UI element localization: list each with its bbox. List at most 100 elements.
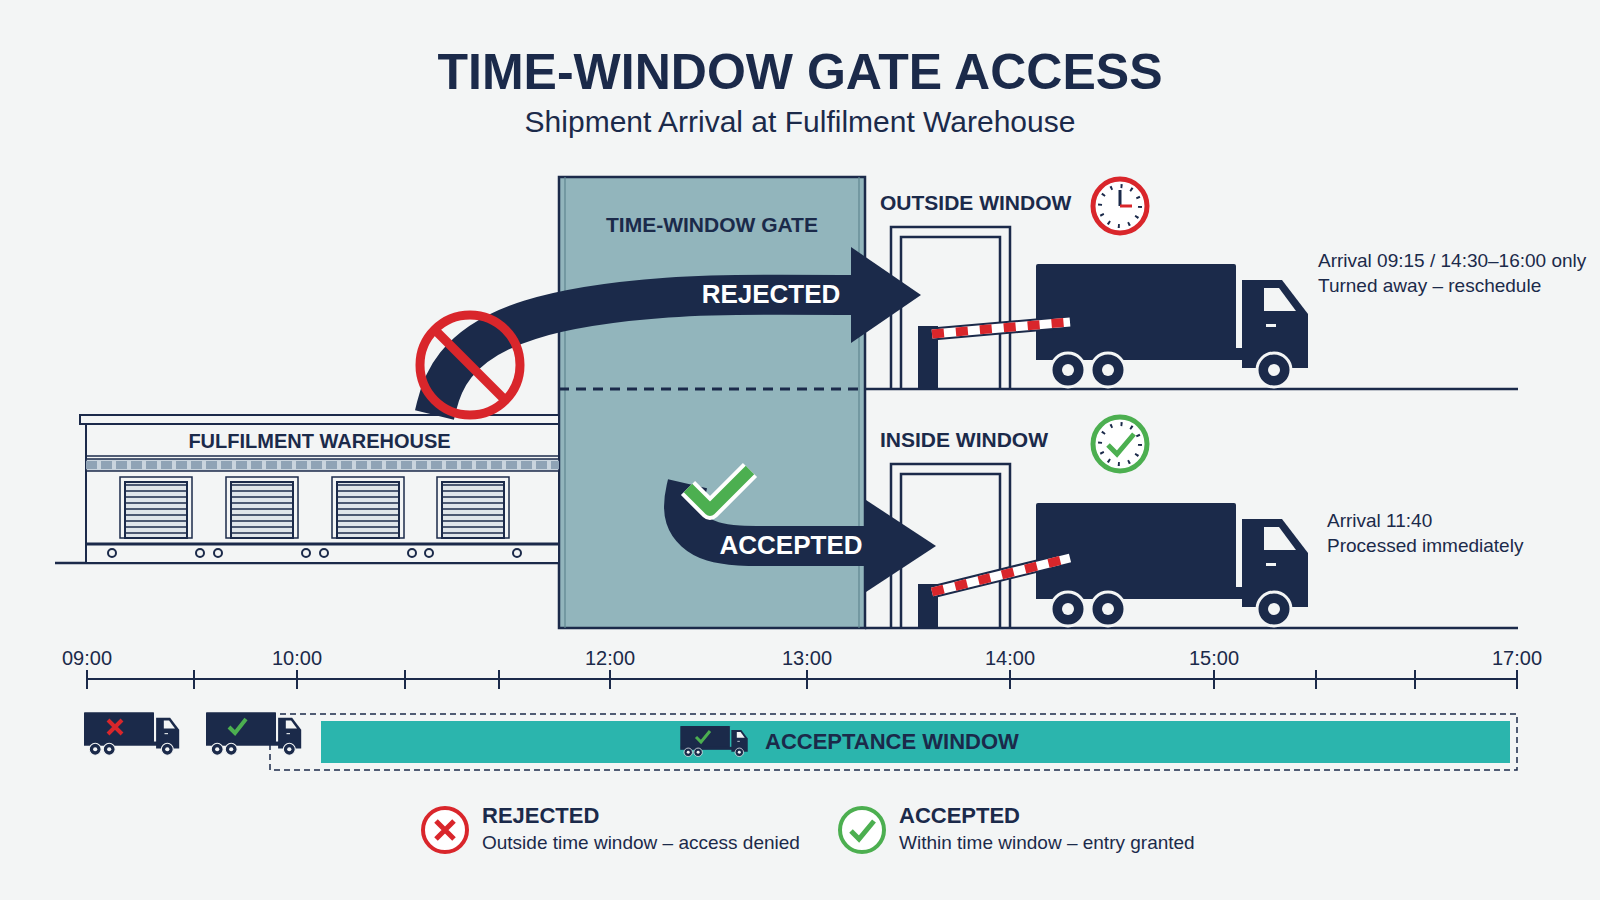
- arrow-band: [434, 295, 851, 415]
- arrival-icons-part: [84, 712, 179, 755]
- legend-icons-part: [840, 808, 884, 852]
- clock-icons-part: [1119, 190, 1122, 206]
- clock-icons-part: [1108, 434, 1134, 454]
- barriers-part: [932, 322, 1070, 334]
- warehouse-drawing-part: [125, 482, 187, 538]
- warehouse-drawing-part: [86, 543, 559, 546]
- time-tick-label: 09:00: [62, 646, 112, 670]
- barriers-part: [932, 558, 1070, 592]
- arrival-icons-part: [108, 720, 122, 734]
- clock-icons-part: [1100, 424, 1140, 464]
- trucks-part: [1036, 264, 1308, 387]
- gate-panel-part: [564, 177, 565, 628]
- ground-lines-part: [865, 627, 1518, 630]
- prohibition-sign: [420, 315, 520, 415]
- legend-icons-part: [436, 821, 454, 839]
- warehouse-drawing-part: [108, 549, 521, 557]
- warehouse-drawing-part-part: [513, 549, 521, 557]
- warehouse-drawing-part: [332, 477, 404, 538]
- warehouse-drawing-part-part: [425, 549, 433, 557]
- arrow-label: ACCEPTED: [719, 530, 862, 561]
- check-mark-part: [688, 470, 750, 510]
- warehouse-building: FULFILMENT WAREHOUSE: [80, 415, 559, 563]
- barriers: [918, 322, 1070, 628]
- acceptance-window-band: ACCEPTANCE WINDOW: [321, 721, 1510, 763]
- gate-panel-part: [559, 177, 865, 628]
- acceptance-band: [270, 714, 1517, 770]
- clock-icons-part: [1100, 186, 1140, 226]
- inside-window-gate: INSIDE WINDOW: [891, 464, 1010, 628]
- clock-icons: [1093, 179, 1147, 471]
- outcome-note: Turned away – reschedule: [1318, 275, 1541, 298]
- barriers-part: [932, 322, 1070, 334]
- arrival-note: Arrival 09:15 / 14:30–16:00 only: [1318, 250, 1586, 273]
- warehouse-drawing-part-part: [302, 549, 310, 557]
- timeline-axis-part: [87, 678, 1517, 680]
- time-tick-label: 17:00: [1492, 646, 1542, 670]
- arrival-note: Arrival 11:40: [1327, 510, 1432, 533]
- trucks-part: [1036, 503, 1308, 626]
- warehouse-drawing-part-part: [214, 549, 222, 557]
- warehouse-drawing-part: [120, 477, 192, 538]
- outside-window-gate: OUTSIDE WINDOW: [891, 227, 1010, 389]
- timeline-axis: [87, 670, 1517, 689]
- warehouse-drawing-part: [442, 482, 504, 538]
- legend-description: Outside time window – access denied: [482, 832, 800, 855]
- gate-frames-part: [891, 227, 1010, 389]
- node-label: ACCEPTANCE WINDOW: [765, 721, 1019, 763]
- warehouse-drawing-part: [86, 459, 559, 471]
- warehouse-drawing-part-part: [408, 549, 416, 557]
- arrival-icons-part: [206, 712, 301, 755]
- legend-icons-part: [851, 821, 874, 839]
- warehouse-drawing-part: [337, 482, 399, 538]
- node-label: FULFILMENT WAREHOUSE: [188, 429, 450, 453]
- gate-frames-part: [901, 237, 1000, 389]
- warehouse-drawing-part: [86, 424, 559, 563]
- acceptance-band-part: [680, 726, 747, 757]
- prohibition-sign-part: [435, 330, 505, 400]
- timeline-axis-part: [87, 670, 1517, 689]
- legend-description: Within time window – entry granted: [899, 832, 1195, 855]
- warehouse-drawing-part: [86, 455, 559, 457]
- warehouse-drawing-part-part: [108, 549, 116, 557]
- barriers-part: [932, 558, 1070, 592]
- clock-icons-part: [1120, 205, 1132, 208]
- arrival-icons-part: [229, 719, 246, 733]
- clock-icons-part: [1093, 179, 1147, 233]
- time-tick-label: 15:00: [1189, 646, 1239, 670]
- node-label: TIME-WINDOW GATE: [606, 212, 818, 237]
- acceptance-band-part: [270, 714, 1517, 770]
- gate-panel-part: [559, 388, 865, 391]
- warehouse-drawing-part: [231, 482, 293, 538]
- outcome-note: Processed immediately: [1327, 535, 1523, 558]
- barriers-part: [932, 558, 1070, 592]
- trucks: [1036, 264, 1308, 626]
- acceptance-band-part: [696, 731, 710, 742]
- node-label: INSIDE WINDOW: [880, 427, 1048, 452]
- warehouse-drawing-part-part: [320, 549, 328, 557]
- time-tick-label: 10:00: [272, 646, 322, 670]
- acceptance-band-part: [321, 721, 1510, 763]
- warehouse-drawing-part: [437, 477, 509, 538]
- time-tick-label: 13:00: [782, 646, 832, 670]
- warehouse-drawing-part: [86, 461, 559, 469]
- warehouse-drawing: [80, 415, 559, 563]
- check-mark-part: [688, 470, 750, 510]
- prohibition-sign-part: [420, 315, 520, 415]
- legend-icons-part: [423, 808, 467, 852]
- arrow-head: [866, 500, 936, 592]
- diagram-title: TIME-WINDOW GATE ACCESS: [438, 42, 1163, 102]
- warehouse-drawing-part: [226, 477, 298, 538]
- node-label: OUTSIDE WINDOW: [880, 190, 1071, 215]
- ground-lines-part: [865, 388, 1518, 391]
- legend-label: ACCEPTED: [899, 803, 1020, 829]
- arrow-head: [851, 247, 921, 343]
- arrival-icons: [84, 712, 301, 755]
- arrow-label: REJECTED: [702, 279, 841, 310]
- time-tick-label: 14:00: [985, 646, 1035, 670]
- barriers-part: [932, 322, 1070, 334]
- check-mark: [688, 470, 750, 510]
- clock-icons-part: [1093, 417, 1147, 471]
